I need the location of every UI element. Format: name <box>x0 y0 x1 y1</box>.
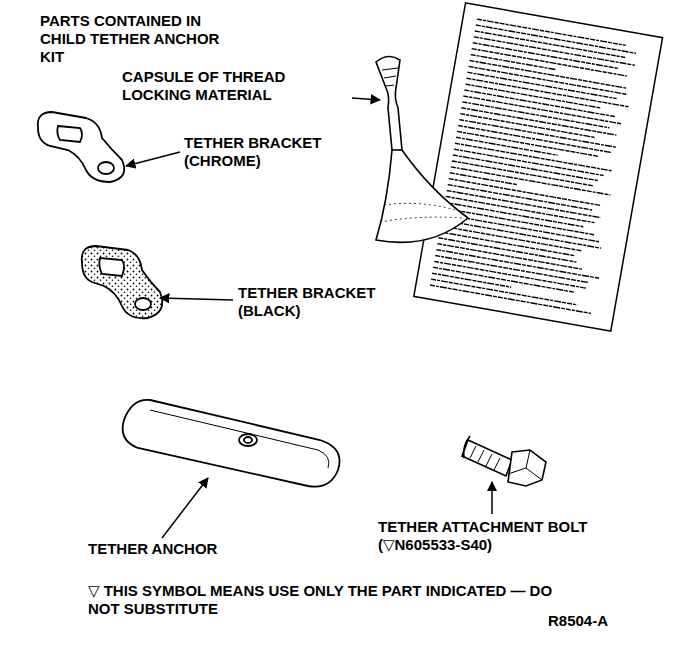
sheet-text-line <box>440 226 581 251</box>
sheet-text-line <box>436 250 599 279</box>
sheet-text-line <box>439 232 574 256</box>
sheet-text-line <box>470 60 627 88</box>
sheet-text-line <box>450 173 517 185</box>
sheet-text-line <box>463 96 621 124</box>
note-text: ▽ THIS SYMBOL MEANS USE ONLY THE PART IN… <box>88 582 558 618</box>
sheet-text-line <box>465 84 600 108</box>
sheet-text-line <box>472 49 627 76</box>
part-label: TETHER ANCHOR <box>88 540 217 558</box>
tether-bracket-black <box>82 246 163 318</box>
thread-lock-capsule <box>376 56 468 242</box>
kit-title: PARTS CONTAINED IN CHILD TETHER ANCHOR K… <box>40 12 245 66</box>
part-label: CAPSULE OF THREAD LOCKING MATERIAL <box>122 68 322 104</box>
sheet-text-line <box>451 167 610 195</box>
sheet-text-line <box>460 114 594 138</box>
part-label: TETHER BRACKET (CHROME) <box>184 134 344 170</box>
leader-lines <box>126 98 492 538</box>
sheet-text-line <box>447 190 601 217</box>
sheet-text-line <box>471 55 556 70</box>
sheet-text-line <box>459 120 616 148</box>
figure-number: R8504-A <box>548 612 608 630</box>
tether-anchor <box>123 400 340 487</box>
sheet-text-line <box>455 143 611 171</box>
sheet-text-line <box>467 78 629 107</box>
sheet-text-line <box>445 202 584 226</box>
sheet-text-line <box>474 37 635 65</box>
sheet-text-line <box>431 279 577 305</box>
part-label: TETHER BRACKET (BLACK) <box>238 284 398 320</box>
tether-attachment-bolt <box>462 436 546 486</box>
sheet-text-line <box>441 220 601 248</box>
sheet-text-line <box>469 66 628 94</box>
instruction-sheet <box>414 3 663 331</box>
sheet-text-line <box>452 161 593 186</box>
sheet-text-line <box>461 108 616 135</box>
sheet-text-line <box>430 285 591 313</box>
tether-bracket-chrome <box>38 112 125 182</box>
sheet-text-line <box>457 131 598 156</box>
sheet-text-line <box>476 25 636 53</box>
sheet-text-line <box>433 267 575 292</box>
sheet-text-line <box>432 273 511 287</box>
sheet-text-line <box>438 238 576 262</box>
part-label: TETHER ATTACHMENT BOLT (▽N605533-S40) <box>378 518 618 554</box>
